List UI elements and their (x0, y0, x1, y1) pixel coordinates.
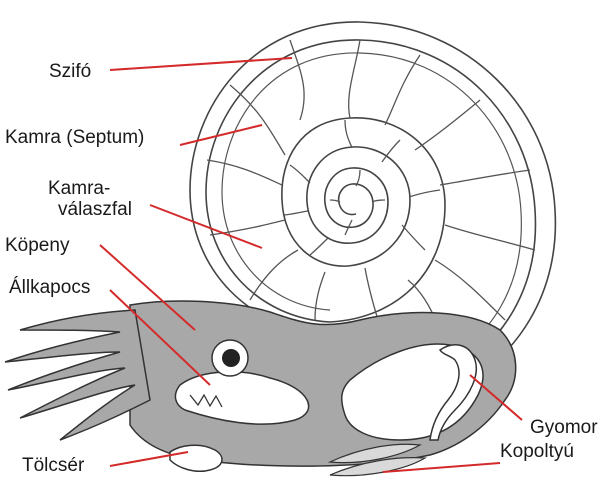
label-kamravalaszfal-2: válaszfal (58, 200, 132, 221)
septum (435, 260, 505, 320)
funnel (170, 445, 222, 471)
septum (372, 200, 385, 202)
septum (250, 250, 298, 300)
septum (349, 40, 360, 118)
leader-line-kamra (180, 125, 262, 145)
animal-body (5, 301, 516, 471)
septum (345, 120, 352, 148)
septum (315, 272, 325, 320)
tentacles (5, 310, 150, 440)
septum (284, 211, 308, 215)
shell-core-whorl (325, 168, 388, 243)
septum (207, 160, 282, 185)
septum (385, 55, 420, 125)
label-tolcser: Tölcsér (22, 456, 84, 477)
septum (409, 190, 440, 197)
septum (310, 238, 328, 255)
leader-line-kamravalaszfal (150, 205, 262, 248)
eye (212, 340, 248, 376)
shell-mid-whorl-inner (307, 147, 410, 266)
label-kopeny: Köpeny (5, 236, 69, 257)
label-szifo: Szifó (49, 62, 91, 83)
septum (365, 268, 378, 320)
leader-line-szifo (110, 58, 292, 70)
septum (290, 165, 310, 183)
shell-mid-whorl (282, 118, 445, 322)
label-allkapocs: Állkapocs (9, 278, 90, 299)
label-kopoltyu: Kopoltyú (500, 442, 574, 463)
label-kamra: Kamra (Septum) (5, 128, 144, 149)
septa (207, 40, 535, 330)
septum (415, 100, 480, 150)
label-kamravalaszfal-1: Kamra- (48, 179, 110, 200)
septum (402, 225, 425, 250)
label-gyomor: Gyomor (530, 418, 598, 439)
shell-core-center (339, 184, 373, 227)
eye-pupil (222, 349, 240, 367)
